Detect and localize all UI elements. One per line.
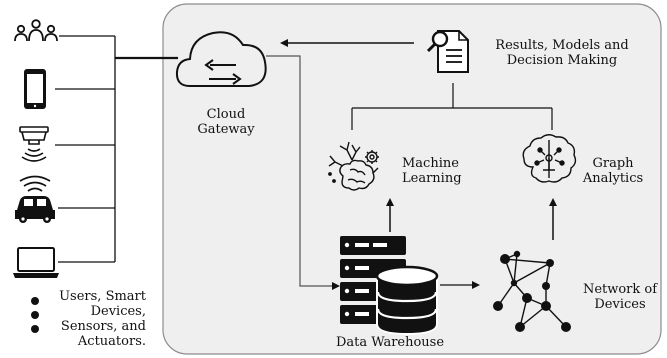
document-search-icon bbox=[426, 30, 469, 73]
bullet-dots bbox=[31, 297, 39, 333]
smartphone-icon bbox=[24, 69, 46, 109]
graph-analytics-label-line: Analytics bbox=[582, 171, 644, 186]
gateway-to-warehouse-arrow bbox=[266, 55, 340, 290]
machine-learning-label-line: Learning bbox=[402, 171, 462, 186]
users-icon bbox=[14, 19, 58, 42]
cloud-panel bbox=[162, 3, 662, 355]
cloud-sync-icon bbox=[175, 31, 267, 87]
network-label-line: Network of bbox=[582, 282, 658, 297]
results-label-line: Results, Models and bbox=[495, 38, 629, 53]
results-label-line: Decision Making bbox=[506, 53, 618, 68]
cloud-gateway-label-line: Gateway bbox=[197, 122, 255, 137]
network-label-line: Devices bbox=[594, 297, 646, 312]
brain-circuit-icon bbox=[522, 134, 577, 183]
cloud-gateway-label-line: Cloud bbox=[206, 107, 246, 122]
data-warehouse-label-text: Data Warehouse bbox=[335, 335, 445, 350]
cloud-gateway-label: Cloud Gateway bbox=[186, 107, 266, 137]
device-connectors bbox=[55, 35, 116, 263]
brain-tree-gear-icon bbox=[328, 141, 379, 191]
graph-analytics-label: Graph Analytics bbox=[576, 156, 650, 186]
machine-learning-label-line: Machine bbox=[402, 156, 459, 171]
results-label: Results, Models and Decision Making bbox=[482, 38, 642, 68]
devices-label-line: Users, Smart bbox=[59, 289, 146, 304]
data-warehouse-label: Data Warehouse bbox=[326, 335, 454, 350]
devices-label-line: Actuators. bbox=[77, 334, 146, 349]
connected-car-icon bbox=[15, 175, 55, 223]
machine-learning-label: Machine Learning bbox=[402, 156, 482, 186]
devices-label-line: Devices, bbox=[90, 304, 146, 319]
devices-label: Users, Smart Devices, Sensors, and Actua… bbox=[46, 289, 146, 349]
database-server-icon bbox=[340, 236, 439, 336]
network-label: Network of Devices bbox=[578, 282, 662, 312]
analytics-to-results-bracket bbox=[351, 83, 553, 130]
smoke-sensor-icon bbox=[19, 126, 49, 162]
devices-label-line: Sensors, and bbox=[60, 319, 146, 334]
graph-analytics-label-line: Graph bbox=[592, 156, 634, 171]
laptop-icon bbox=[13, 247, 59, 278]
network-graph-icon bbox=[493, 250, 571, 332]
